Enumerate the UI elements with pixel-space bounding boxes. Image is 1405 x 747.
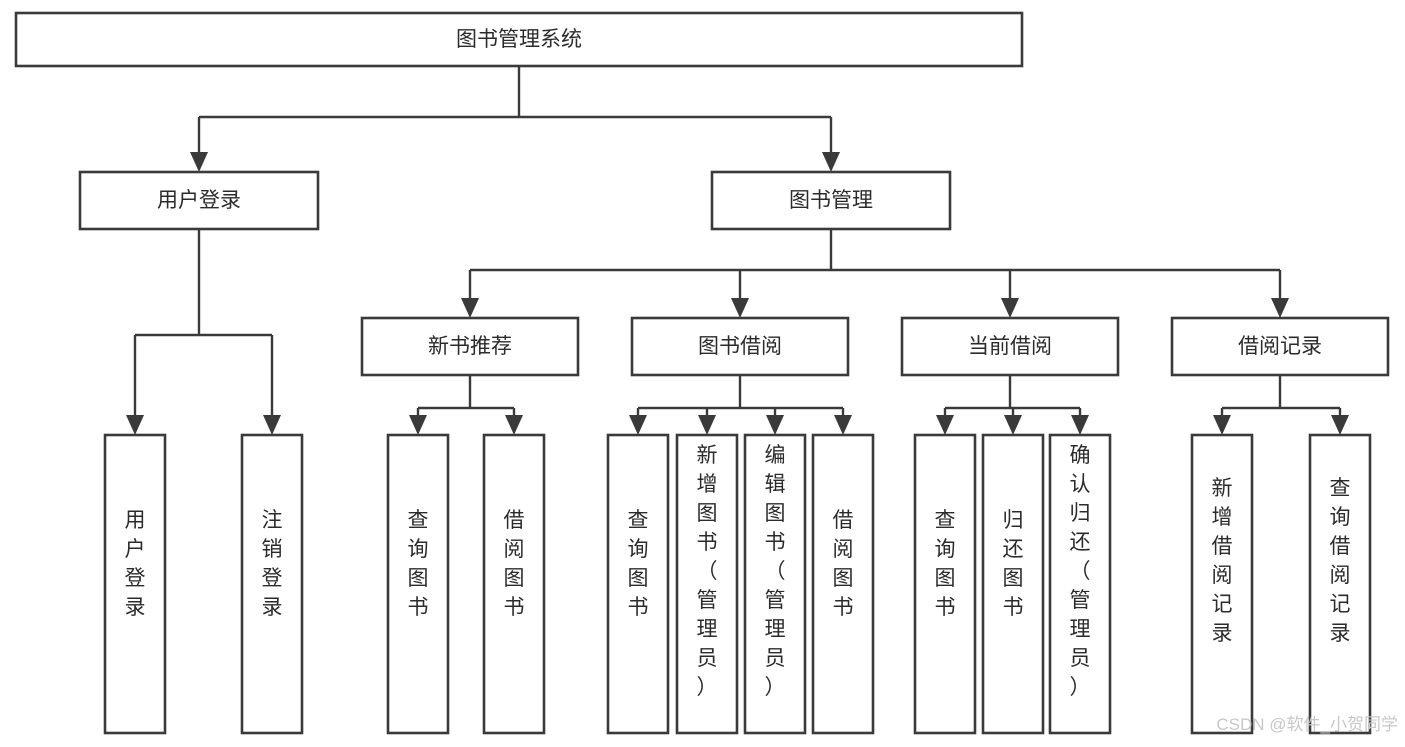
- node-box: [482, 433, 546, 735]
- node-box: [981, 433, 1045, 735]
- node-borrow-record[interactable]: 借阅记录: [1170, 316, 1390, 377]
- node-box: [743, 433, 807, 735]
- node-leaf-return-book[interactable]: 归还图书: [981, 433, 1045, 735]
- node-new-book-recommend[interactable]: 新书推荐: [360, 316, 580, 377]
- node-label: 当前借阅: [968, 335, 1052, 358]
- node-leaf-query-book-recommend[interactable]: 查询图书: [386, 433, 450, 735]
- connector-group: [416, 375, 516, 415]
- connector-group: [636, 375, 845, 415]
- node-label: 查询图书: [408, 509, 429, 619]
- node-leaf-borrow-book[interactable]: 借阅图书: [811, 433, 875, 735]
- arrow-head: [936, 415, 954, 435]
- node-box: [78, 170, 320, 231]
- node-label: 注销登录: [262, 509, 283, 619]
- arrow-head: [461, 298, 479, 318]
- arrow-head: [1213, 415, 1231, 435]
- node-user-login[interactable]: 用户登录: [78, 170, 320, 231]
- node-book-borrow[interactable]: 图书借阅: [630, 316, 850, 377]
- node-box: [103, 433, 167, 735]
- arrow-head: [834, 415, 852, 435]
- node-box: [1170, 316, 1390, 377]
- node-box: [606, 433, 670, 735]
- arrow-head: [698, 415, 716, 435]
- connector-group: [943, 375, 1082, 415]
- node-box: [675, 433, 739, 735]
- node-box: [14, 11, 1024, 68]
- node-label: 新书推荐: [428, 335, 512, 358]
- node-box: [630, 316, 850, 377]
- node-label: 图书借阅: [698, 335, 782, 358]
- arrow-head: [1001, 298, 1019, 318]
- node-leaf-edit-book-admin[interactable]: 编辑图书（管理员）: [743, 433, 807, 735]
- node-leaf-logout[interactable]: 注销登录: [240, 433, 304, 735]
- node-box: [1048, 433, 1112, 735]
- node-box: [386, 433, 450, 735]
- node-label: 查询图书: [628, 509, 649, 619]
- node-label: 新增图书（管理员）: [697, 444, 718, 699]
- arrow-head: [1331, 415, 1349, 435]
- node-leaf-confirm-return-admin[interactable]: 确认归还（管理员）: [1048, 433, 1112, 735]
- node-box: [240, 433, 304, 735]
- connector-group: [1220, 375, 1342, 415]
- node-label: 用户登录: [157, 189, 241, 212]
- node-label: 图书管理: [789, 189, 873, 212]
- node-label: 借阅图书: [833, 509, 854, 619]
- node-label: 借阅图书: [504, 509, 525, 619]
- arrow-head: [1271, 298, 1289, 318]
- node-leaf-query-borrow-record[interactable]: 查询借阅记录: [1308, 433, 1372, 735]
- arrow-head: [126, 415, 144, 435]
- node-box: [900, 316, 1120, 377]
- connector-group: [197, 66, 833, 152]
- connector-group: [133, 229, 274, 415]
- node-current-borrow[interactable]: 当前借阅: [900, 316, 1120, 377]
- node-label: 用户登录: [125, 509, 146, 619]
- node-label: 新增借阅记录: [1212, 477, 1233, 645]
- node-box: [913, 433, 977, 735]
- arrow-head: [766, 415, 784, 435]
- node-root[interactable]: 图书管理系统: [14, 11, 1024, 68]
- node-book-manage[interactable]: 图书管理: [710, 170, 952, 231]
- connector-layer: [126, 66, 1349, 435]
- node-label: 图书管理系统: [456, 28, 582, 51]
- node-layer: 图书管理系统用户登录图书管理新书推荐图书借阅当前借阅借阅记录用户登录注销登录查询…: [14, 11, 1390, 735]
- arrow-head: [505, 415, 523, 435]
- node-leaf-user-login[interactable]: 用户登录: [103, 433, 167, 735]
- arrow-head: [731, 298, 749, 318]
- arrow-head: [263, 415, 281, 435]
- watermark-label: CSDN @软件_小贺同学: [1216, 715, 1398, 734]
- arrow-head: [190, 152, 208, 172]
- arrow-head: [629, 415, 647, 435]
- node-box: [1190, 433, 1254, 735]
- node-label: 编辑图书（管理员）: [765, 444, 786, 699]
- node-box: [710, 170, 952, 231]
- arrow-head: [822, 152, 840, 172]
- node-leaf-query-book-current[interactable]: 查询图书: [913, 433, 977, 735]
- node-leaf-query-book-borrow[interactable]: 查询图书: [606, 433, 670, 735]
- node-label: 借阅记录: [1238, 335, 1322, 358]
- node-label: 查询借阅记录: [1330, 477, 1351, 645]
- node-label: 确认归还（管理员）: [1070, 444, 1091, 699]
- node-box: [811, 433, 875, 735]
- node-box: [1308, 433, 1372, 735]
- node-label: 归还图书: [1003, 509, 1024, 619]
- node-leaf-borrow-book-recommend[interactable]: 借阅图书: [482, 433, 546, 735]
- arrow-head: [1004, 415, 1022, 435]
- node-leaf-add-book-admin[interactable]: 新增图书（管理员）: [675, 433, 739, 735]
- connector-group: [468, 229, 1282, 298]
- node-box: [360, 316, 580, 377]
- node-label: 查询图书: [935, 509, 956, 619]
- node-leaf-add-borrow-record[interactable]: 新增借阅记录: [1190, 433, 1254, 735]
- arrow-head: [1071, 415, 1089, 435]
- arrow-head: [409, 415, 427, 435]
